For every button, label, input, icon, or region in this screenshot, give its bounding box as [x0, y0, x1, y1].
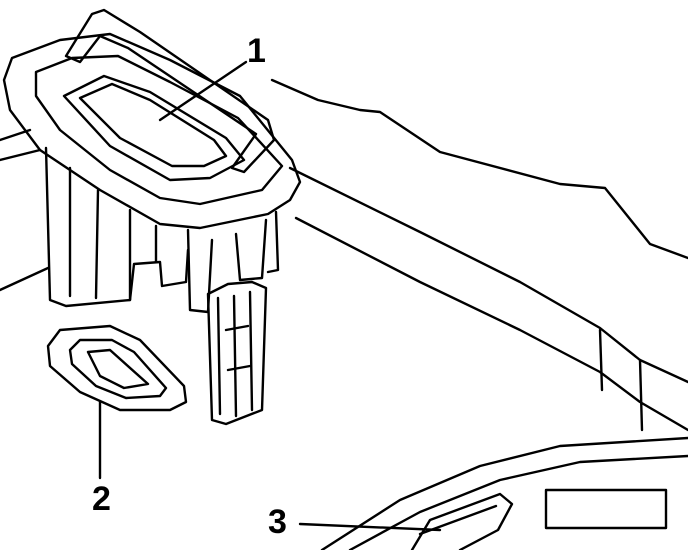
gasket-part-2: [46, 324, 188, 480]
callout-label-2: 2: [92, 480, 111, 518]
callout-label-3: 3: [268, 503, 287, 541]
switch-assembly-part-1: [2, 8, 302, 426]
vehicle-body-lines: [0, 78, 688, 432]
callout-label-1: 1: [247, 32, 266, 70]
console-trim-part-3: [298, 436, 688, 550]
